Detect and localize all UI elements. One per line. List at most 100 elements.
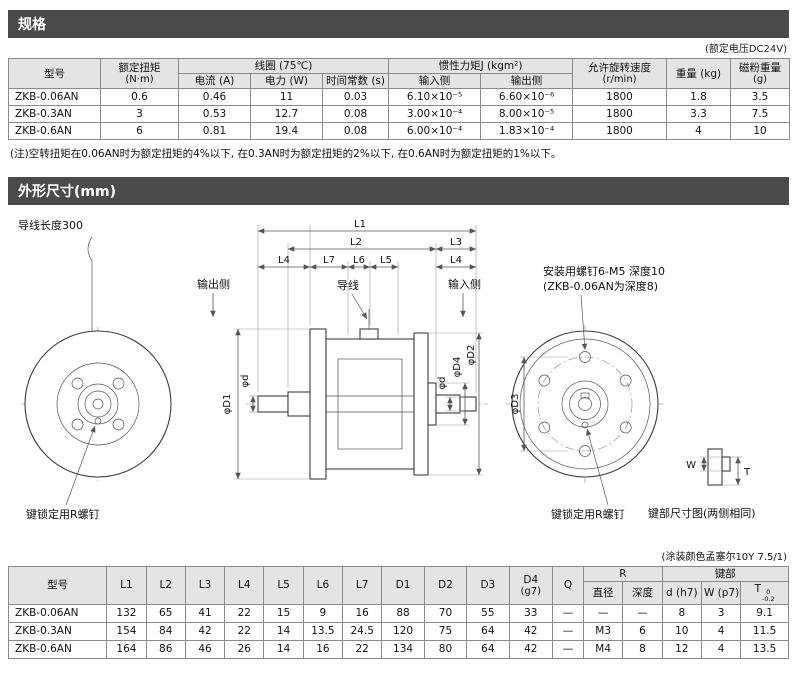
dim-col-L5: L5 [263, 566, 304, 605]
table-cell: 12.7 [250, 105, 323, 124]
table-cell: 19.4 [250, 122, 323, 141]
left-view: 导线长度300 键锁定用R螺钉 [18, 218, 175, 521]
dim-L5: L5 [380, 255, 392, 266]
lead-boss [359, 328, 379, 340]
table-cell: 88 [381, 603, 425, 623]
section-title-dimensions-text: 外形尺寸(mm) [18, 184, 116, 201]
drawing-shape [579, 351, 591, 363]
table-cell: 75 [423, 621, 468, 641]
model-cell: ZKB-0.6AN [8, 122, 101, 141]
table-cell: 3.3 [666, 105, 732, 124]
table-cell: 42 [184, 621, 226, 641]
outline-drawing-svg: 导线长度300 键锁定用R螺钉 [18, 218, 756, 521]
spec-col-power: 电力 (W) [250, 73, 323, 90]
drawing-shape [24, 330, 172, 478]
table-cell: 8 [661, 603, 702, 623]
lead-length-label: 导线长度300 [18, 218, 83, 232]
dimension-table: 型号 L1 L2 L3 L4 L5 L6 L7 D1 D2 D3 D4 (g7)… [7, 566, 790, 659]
table-cell: 4 [700, 639, 742, 659]
dim-table-head: 型号 L1 L2 L3 L4 L5 L6 L7 D1 D2 D3 D4 (g7)… [7, 566, 790, 605]
dim-L3: L3 [450, 237, 462, 248]
outline-drawing: 导线长度300 键锁定用R螺钉 [8, 209, 789, 548]
table-cell: — [551, 639, 585, 659]
table-cell: 8 [622, 639, 663, 659]
table-cell: 10 [661, 621, 702, 641]
table-cell: 154 [106, 621, 147, 641]
output-shaft [257, 395, 289, 413]
table-cell: 64 [466, 639, 510, 659]
dim-col-L4: L4 [224, 566, 265, 605]
table-cell: 3.00×10⁻⁴ [388, 105, 482, 124]
spec-header-row-2: 电流 (A) 电力 (W) 时间常数 (s) 输入侧 输出侧 [9, 73, 790, 90]
table-cell: 46 [184, 639, 226, 659]
drawing-shape [56, 362, 140, 446]
dim-L7: L7 [323, 255, 335, 266]
dim-col-Q: Q [551, 566, 585, 605]
dim-col-R-dia: 直径 [583, 581, 624, 605]
table-cell: 164 [106, 639, 147, 659]
dim-col-L7: L7 [342, 566, 383, 605]
housing [325, 338, 415, 470]
table-cell: 6 [622, 621, 663, 641]
table-cell: 33 [508, 603, 554, 623]
spec-header-row-1: 型号 额定扭矩 (N·m) 线圈 (75℃) 惯性力矩J (kgm²) 允许旋转… [8, 57, 791, 90]
spec-col-speed: 允许旋转速度 (r/min) [572, 57, 668, 90]
table-cell: 16 [342, 603, 383, 623]
spec-table: 型号 额定扭矩 (N·m) 线圈 (75℃) 惯性力矩J (kgm²) 允许旋转… [8, 57, 791, 141]
table-cell: M3 [583, 621, 624, 641]
table-cell: 8.00×10⁻⁵ [480, 105, 574, 124]
spec-col-weight: 重量 (kg) [666, 57, 732, 90]
drawing-shape [511, 330, 659, 478]
table-cell: 70 [423, 603, 468, 623]
spec-col-powder: 磁粉重量 (g) [730, 57, 791, 90]
model-cell: ZKB-0.06AN [7, 603, 108, 623]
table-cell: 15 [263, 603, 304, 623]
table-cell: 3 [700, 603, 742, 623]
dim-col-L3: L3 [184, 566, 226, 605]
spec-table-head: 型号 额定扭矩 (N·m) 线圈 (75℃) 惯性力矩J (kgm²) 允许旋转… [8, 57, 791, 90]
drawing-shape [92, 398, 104, 410]
table-cell: 86 [145, 639, 186, 659]
dim-phiD2: φD2 [466, 345, 477, 366]
table-cell: M4 [583, 639, 624, 659]
dim-phiD4: φD4 [452, 357, 463, 378]
drawing-shape [538, 374, 551, 387]
table-cell: — [622, 603, 663, 623]
section-title-specs-text: 规格 [18, 17, 46, 33]
drawing-shape [71, 418, 84, 431]
drawing-shape [579, 445, 591, 457]
table-cell: 64 [466, 621, 510, 641]
dim-col-R-group: R [583, 566, 663, 583]
dim-L2: L2 [350, 237, 362, 248]
drawing-shape [337, 358, 403, 450]
table-cell: 11 [250, 88, 323, 107]
model-cell: ZKB-0.3AN [8, 105, 101, 124]
table-cell: 9 [302, 603, 344, 623]
t-tolerance-lower: -0.2 [761, 595, 775, 603]
spec-col-torque-line2: (N·m) [125, 73, 154, 85]
dim-col-key-group: 键部 [661, 566, 790, 583]
table-cell: 10 [730, 122, 791, 141]
dim-phiD1: φD1 [222, 394, 233, 415]
dim-L6: L6 [353, 255, 365, 266]
table-cell: 26 [224, 639, 265, 659]
drawing-shape [538, 421, 551, 434]
dim-col-D4-line2: (g7) [520, 585, 542, 597]
dim-T: T [743, 467, 751, 478]
table-cell: 0.08 [321, 105, 390, 124]
drawing-shape [427, 382, 437, 426]
idle-torque-note: (注)空转扭矩在0.06AN时为额定扭矩的4%以下, 在0.3AN时为额定扭矩的… [10, 148, 562, 161]
table-cell: 11.5 [740, 621, 789, 641]
drawing-shape [287, 391, 311, 417]
table-cell: 0.81 [178, 122, 251, 141]
input-side-label: 输入侧 [448, 277, 481, 291]
mounting-flange [413, 332, 429, 476]
dim-col-key-t-label: T [754, 583, 761, 596]
table-cell: 1800 [572, 88, 668, 107]
